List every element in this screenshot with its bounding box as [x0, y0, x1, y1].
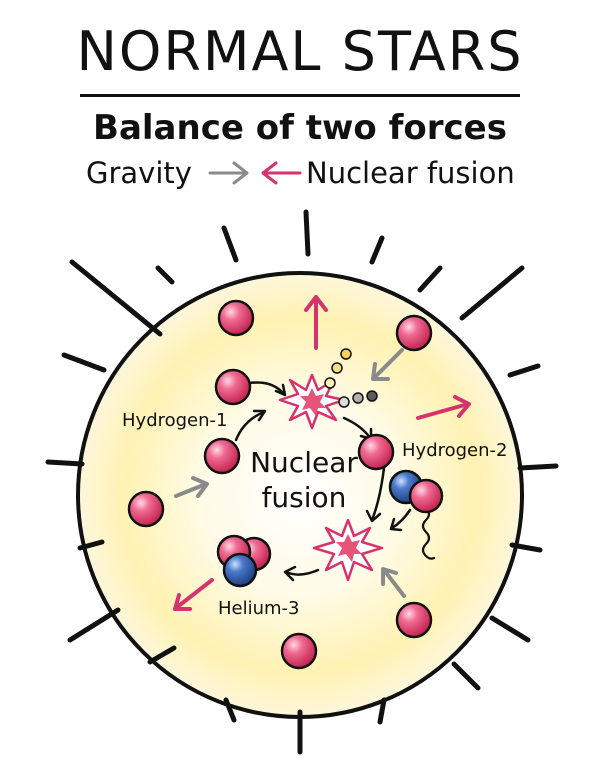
outward-fusion-arrows [173, 295, 471, 611]
gravity-arrow-icon [208, 161, 249, 185]
star-rays [45, 209, 559, 755]
title-underline [80, 94, 520, 97]
nuclear-fusion-center-label-line1: Nuclear [250, 446, 358, 479]
page-title: NORMAL STARS [76, 20, 524, 83]
inward-gravity-arrows [174, 348, 406, 598]
fusion-burst-icon [312, 518, 384, 582]
nuclear-fusion-label: Nuclear fusion [306, 156, 515, 190]
photon-wave [421, 506, 436, 560]
nuclear-fusion-center-label-line2: fusion [262, 481, 347, 514]
fusion-arrow-icon [261, 161, 302, 185]
helium-3-label: Helium-3 [218, 598, 300, 619]
subtitle: Balance of two forces [93, 108, 507, 148]
forces-legend: Gravity Nuclear fusion [0, 150, 600, 194]
hydrogen-1-label: Hydrogen-1 [122, 410, 228, 431]
hydrogen-2-label: Hydrogen-2 [402, 440, 508, 461]
emitted-particles [324, 348, 378, 408]
gravity-label: Gravity [86, 156, 192, 190]
hydrogen-2-nucleus [357, 433, 444, 514]
helium-3-nucleus [216, 534, 272, 588]
hydrogen-1-protons [127, 299, 433, 670]
